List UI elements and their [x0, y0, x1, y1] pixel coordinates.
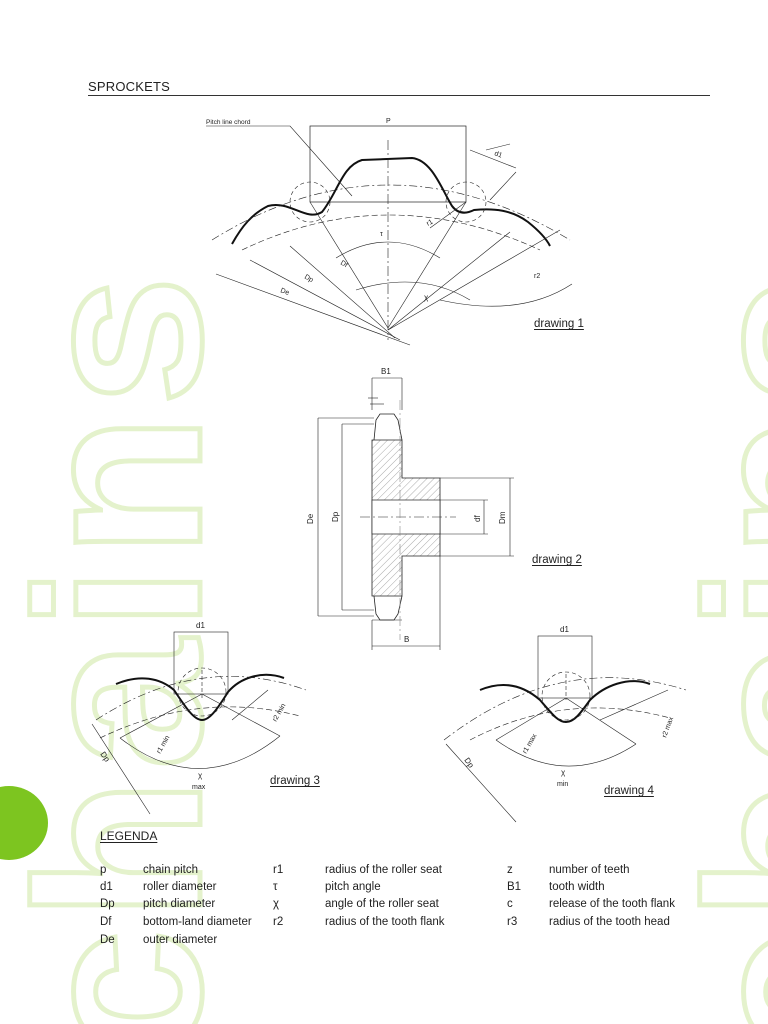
legend-description: bottom-land diameter	[143, 916, 252, 928]
label-b1: B1	[381, 367, 391, 376]
legend-description: radius of the tooth flank	[325, 916, 445, 928]
legend-title: LEGENDA	[100, 829, 158, 843]
label-d1: d1	[493, 150, 503, 159]
d3-label-r1: r1 min	[156, 735, 172, 755]
legend-symbol: De	[100, 934, 115, 946]
d4-label-chi: χ	[561, 768, 566, 777]
d4-label-chi-sub: min	[557, 781, 568, 788]
legend-symbol: d1	[100, 881, 113, 893]
label-r2: r2	[534, 273, 540, 280]
label-p: P	[386, 118, 391, 125]
legend-description: angle of the roller seat	[325, 898, 439, 910]
drawing-3-caption: drawing 3	[270, 775, 320, 787]
legend-description: roller diameter	[143, 881, 217, 893]
legend-symbol: χ	[273, 898, 280, 910]
legend-description: pitch diameter	[143, 898, 216, 910]
d3-label-d1: d1	[196, 621, 205, 630]
drawing-4-max-profile	[443, 635, 687, 823]
legend-symbol: B1	[507, 881, 522, 893]
label-df-2: df	[473, 515, 482, 522]
d3-label-chi-sub: max	[192, 784, 206, 791]
legend-description: radius of the tooth head	[549, 916, 670, 928]
legend-symbol: r3	[507, 916, 518, 928]
d3-label-chi: χ	[198, 771, 203, 780]
legend-description: release of the tooth flank	[549, 898, 675, 910]
drawing-1-caption: drawing 1	[534, 318, 584, 330]
watermark-text-right: chains	[657, 268, 768, 1024]
legend-description: outer diameter	[143, 934, 218, 946]
label-de: De	[279, 287, 290, 297]
label-dm: Dm	[498, 511, 507, 524]
label-b: B	[404, 635, 409, 644]
drawing-2-caption: drawing 2	[532, 554, 582, 566]
legend-symbol: τ	[273, 881, 278, 893]
label-r1: r1	[426, 219, 435, 228]
drawing-1-tooth-profile	[206, 125, 573, 346]
label-de-2: De	[306, 513, 315, 524]
legend-symbol: z	[507, 864, 513, 876]
label-dp-2: Dp	[331, 511, 340, 522]
drawing-3-min-profile	[91, 631, 307, 815]
legend-description: chain pitch	[143, 864, 198, 876]
legend-description: radius of the roller seat	[325, 864, 442, 876]
watermark-text: chains	[0, 268, 250, 1024]
label-pitch-line-chord: Pitch line chord	[206, 119, 251, 126]
d4-label-dp: Dp	[462, 756, 476, 770]
page-header: SPROCKETS	[88, 79, 710, 96]
d4-label-r1: r1 max	[522, 733, 539, 755]
label-chi: χ	[424, 293, 429, 302]
drawing-2-section-view	[317, 377, 514, 650]
legend-symbol: r1	[273, 864, 284, 876]
legend-symbol: c	[507, 898, 513, 910]
label-tau: τ	[380, 231, 383, 238]
d4-label-r2: r2 max	[661, 716, 675, 739]
legend-symbol: Df	[100, 916, 112, 928]
legend-description: tooth width	[549, 881, 605, 893]
drawing-4-caption: drawing 4	[604, 785, 654, 797]
legend-symbol: Dp	[100, 898, 115, 910]
legend-description: number of teeth	[549, 864, 630, 876]
d4-label-d1: d1	[560, 625, 569, 634]
page-title: SPROCKETS	[88, 79, 170, 94]
legend-description: pitch angle	[325, 881, 381, 893]
label-df: Df	[339, 260, 349, 270]
legend-symbol: r2	[273, 916, 284, 928]
legend-symbol: p	[100, 864, 107, 876]
label-dp: Dp	[303, 274, 314, 285]
